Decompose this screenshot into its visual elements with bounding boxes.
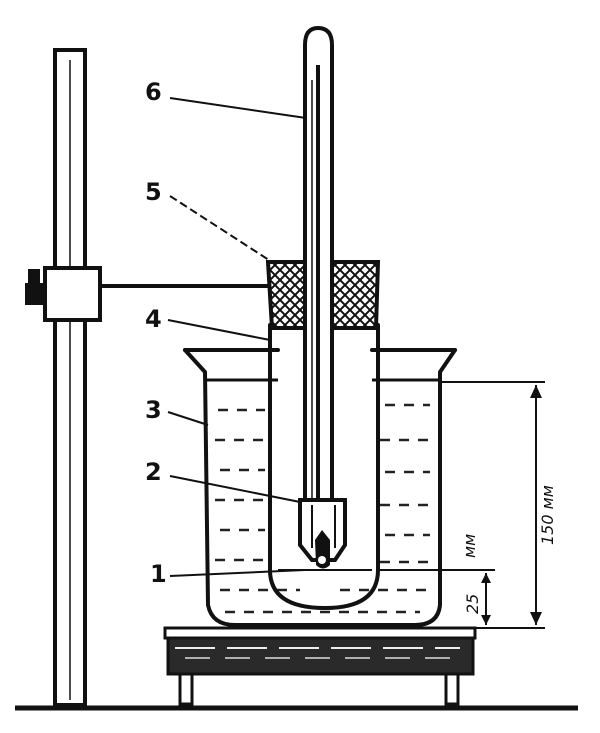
label-6: 6: [145, 78, 162, 106]
dimension-bottom-gap-unit: мм: [460, 534, 479, 558]
label-2: 2: [145, 458, 162, 486]
label-3: 3: [145, 396, 162, 424]
label-1: 1: [150, 560, 167, 588]
outer-liquid: [205, 378, 440, 614]
dimension-total: [440, 381, 545, 629]
label-5: 5: [145, 178, 162, 206]
callout-leaders: [167, 97, 307, 577]
thermometer: [303, 25, 334, 520]
stand-rod: [53, 48, 87, 707]
outer-beaker: [183, 348, 457, 627]
dimension-total-label: 150 мм: [538, 485, 557, 545]
heating-plate: [163, 626, 477, 706]
capillary-holder: [298, 498, 347, 569]
dimension-bottom-gap: [378, 569, 495, 625]
label-4: 4: [145, 305, 162, 333]
clamp: [25, 266, 275, 322]
dimension-bottom-gap-value: 25: [463, 594, 482, 614]
